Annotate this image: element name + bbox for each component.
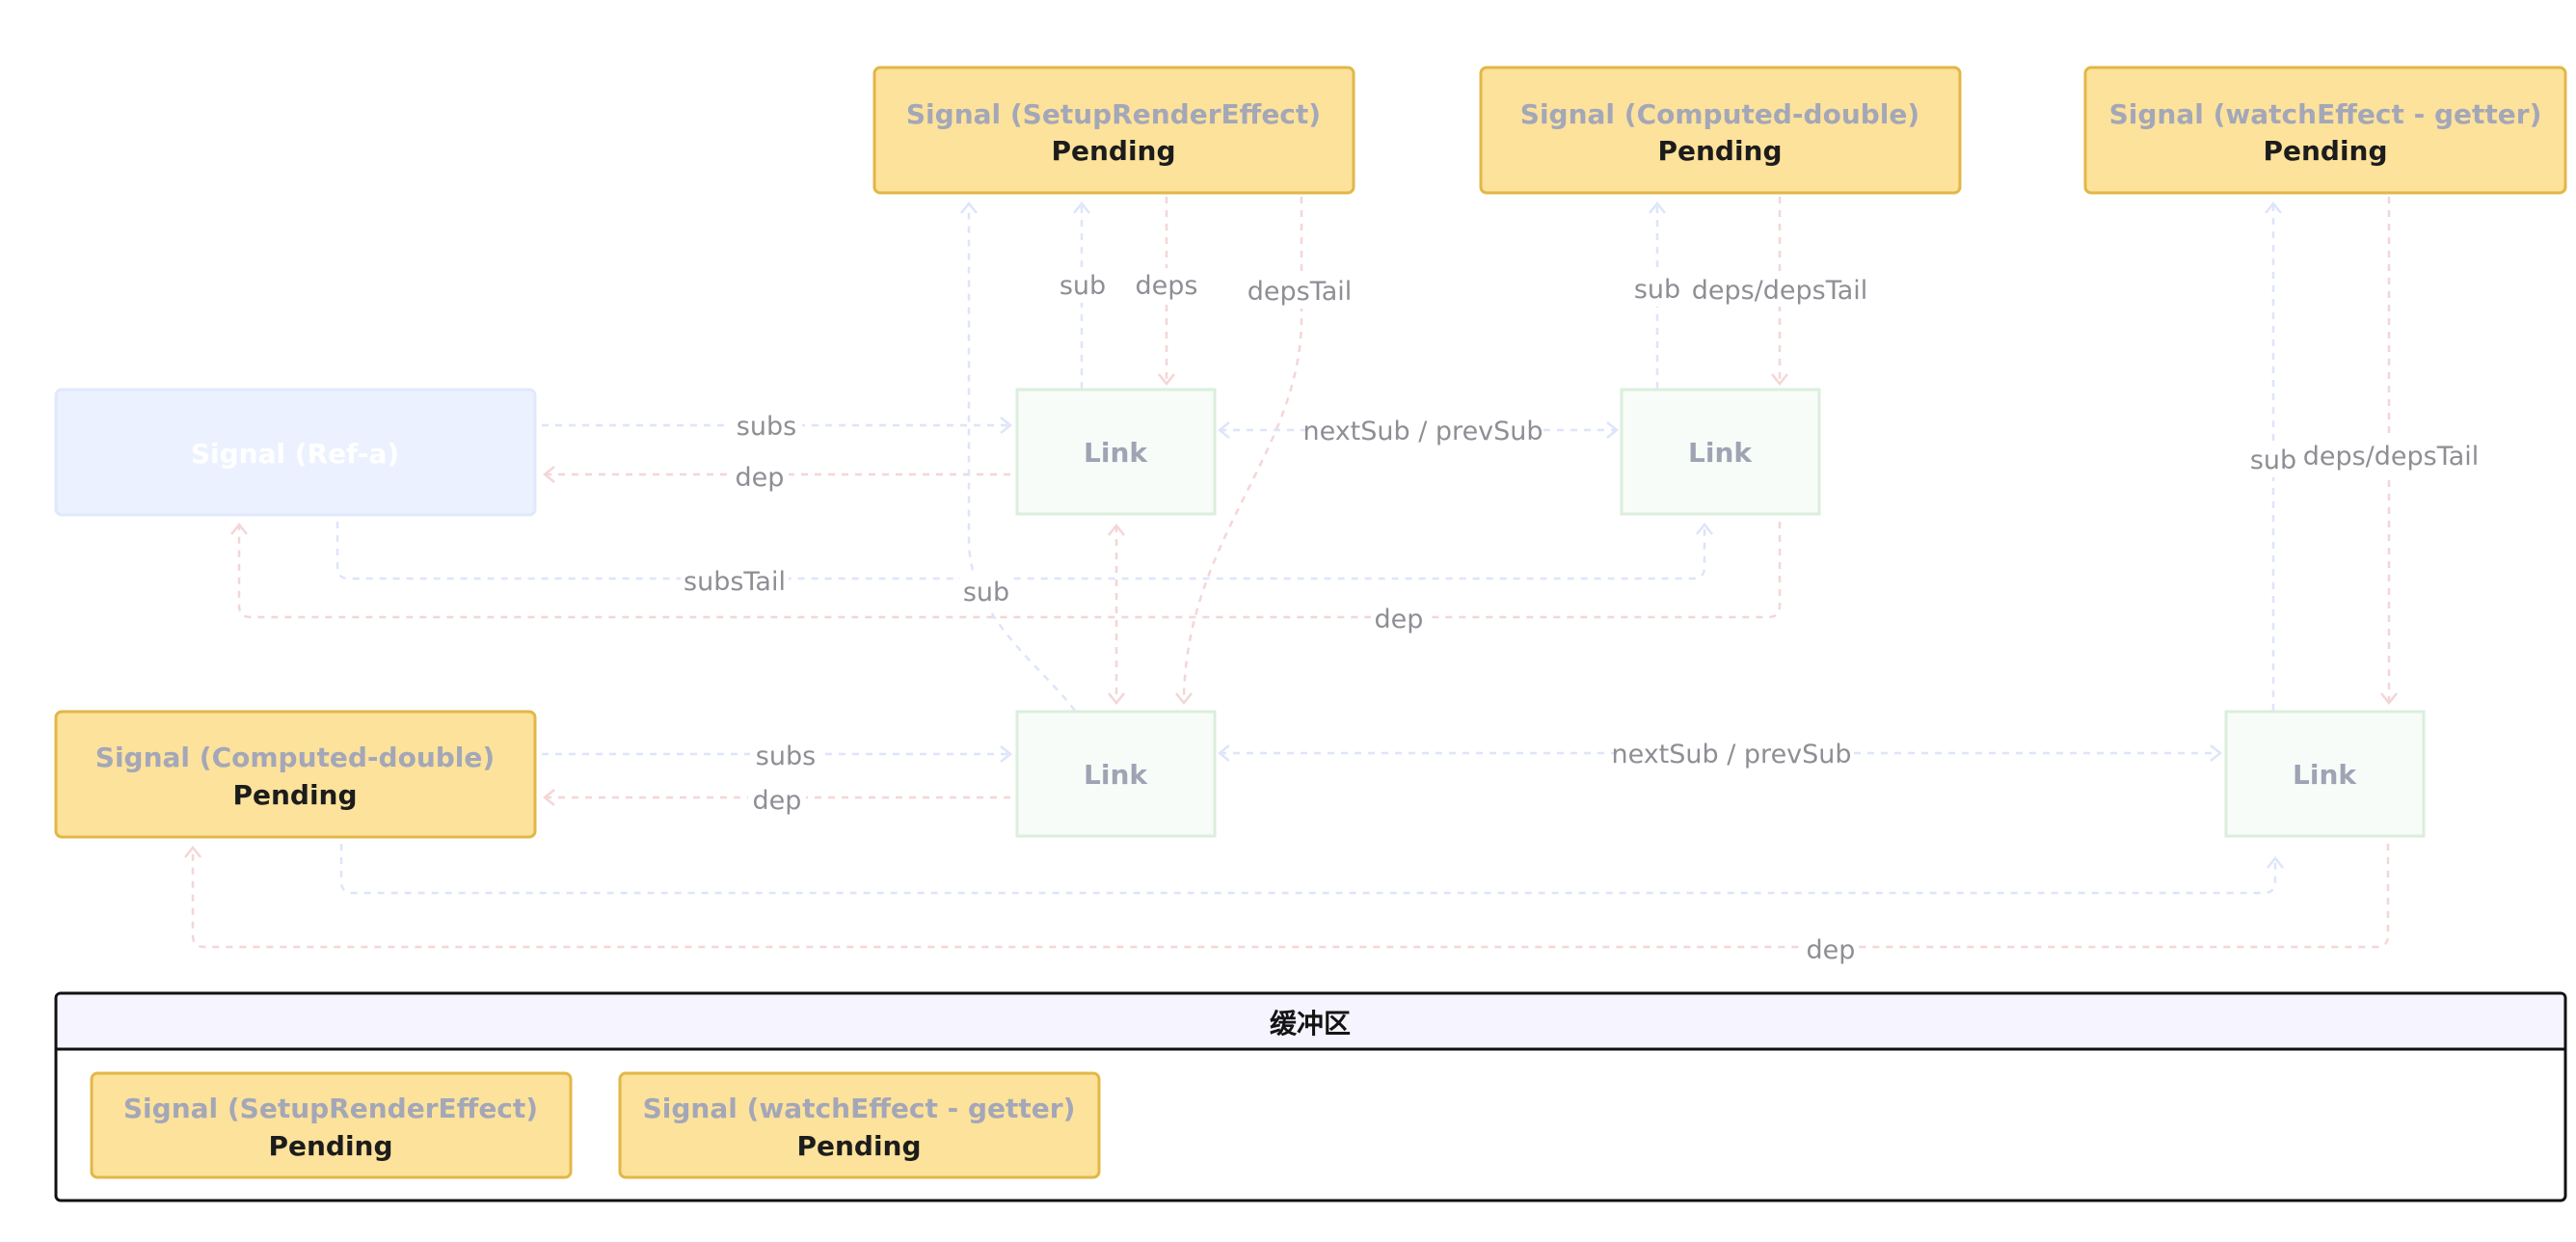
edge-label-sub-2: sub [1634,275,1680,305]
edge-label-dep-1: dep [736,463,785,493]
node-status: Pending [2263,135,2387,167]
link-box [2224,710,2426,838]
node-ref-a[interactable]: Signal (Ref-a) [54,388,537,517]
edge-label-depstail-1: depsTail [1248,277,1353,307]
node-link-1[interactable]: Link [1015,388,1217,516]
node-link-3[interactable]: Link [1015,710,1217,838]
link-box [1620,388,1821,516]
edge-depstail-setup-to-link3 [1182,197,1303,704]
edge-label-sub-1: sub [1060,271,1106,301]
node-box [872,66,1355,195]
node-box [90,1071,573,1179]
edge-label-subs-1: subs [737,412,796,442]
link-box [1015,388,1217,516]
edge-label-sub-4: sub [963,578,1009,608]
node-setup-render-effect-top[interactable]: Signal (SetupRenderEffect) Pending [872,66,1355,195]
edge-label-nextsub-prevsub-2: nextSub / prevSub [1611,740,1851,770]
edge-substail-computed-to-link4 [339,844,2277,895]
arrowheads [184,201,2398,869]
node-title: Signal (SetupRenderEffect) [123,1093,538,1124]
node-title: Signal (watchEffect - getter) [643,1093,1076,1124]
node-status: Pending [232,779,357,811]
edge-label-nextsub-prevsub-1: nextSub / prevSub [1302,417,1543,446]
edge-substail-ref-to-link2 [335,522,1706,580]
edge-label-deps-depstail-3: deps/depsTail [2303,442,2480,472]
edge-label-substail-1: subsTail [684,567,786,597]
node-title: Signal (Computed-double) [95,742,495,773]
buffer-container: 缓冲区 Signal (SetupRenderEffect) Pending S… [54,991,2567,1202]
edge-label-subs-2: subs [756,742,816,771]
edge-dep-link2-to-ref [237,522,1782,619]
node-box [1479,66,1962,195]
node-title: Signal (watchEffect - getter) [2109,98,2542,130]
node-title: Signal (Ref-a) [191,438,399,470]
node-status: Pending [268,1130,392,1162]
node-link-4[interactable]: Link [2224,710,2426,838]
buffer-item-watch-effect-getter[interactable]: Signal (watchEffect - getter) Pending [618,1071,1101,1179]
node-box [2083,66,2567,195]
buffer-header [57,994,2564,1048]
edge-labels: subs dep nextSub / prevSub subsTail sub … [681,268,2479,967]
node-box [618,1071,1101,1179]
node-status: Pending [1657,135,1782,167]
link-box [1015,710,1217,838]
node-title: Signal (Computed-double) [1520,98,1919,130]
buffer-title: 缓冲区 [1270,1008,1351,1040]
node-computed-double-left[interactable]: Signal (Computed-double) Pending [54,710,537,839]
edge-label-dep-2: dep [1375,605,1424,634]
edge-label-deps-1: deps [1136,271,1198,301]
node-watch-effect-getter-top[interactable]: Signal (watchEffect - getter) Pending [2083,66,2567,195]
link-label: Link [1688,437,1753,469]
link-label: Link [1084,759,1148,791]
edge-dep-link4-to-computed [191,844,2390,949]
edge-label-dep-3: dep [753,786,802,816]
edge-label-dep-4: dep [1807,935,1856,965]
buffer-item-setup-render-effect[interactable]: Signal (SetupRenderEffect) Pending [90,1071,573,1179]
link-label: Link [2293,759,2357,791]
node-title: Signal (SetupRenderEffect) [906,98,1321,130]
node-link-2[interactable]: Link [1620,388,1821,516]
node-computed-double-top[interactable]: Signal (Computed-double) Pending [1479,66,1962,195]
edge-sub-link3-to-setup [967,203,1077,712]
edge-label-deps-depstail-2: deps/depsTail [1692,276,1868,306]
link-label: Link [1084,437,1148,469]
node-status: Pending [796,1130,921,1162]
edge-label-sub-3: sub [2250,446,2296,475]
node-status: Pending [1051,135,1175,167]
node-box [54,710,537,839]
node-box [54,388,537,517]
